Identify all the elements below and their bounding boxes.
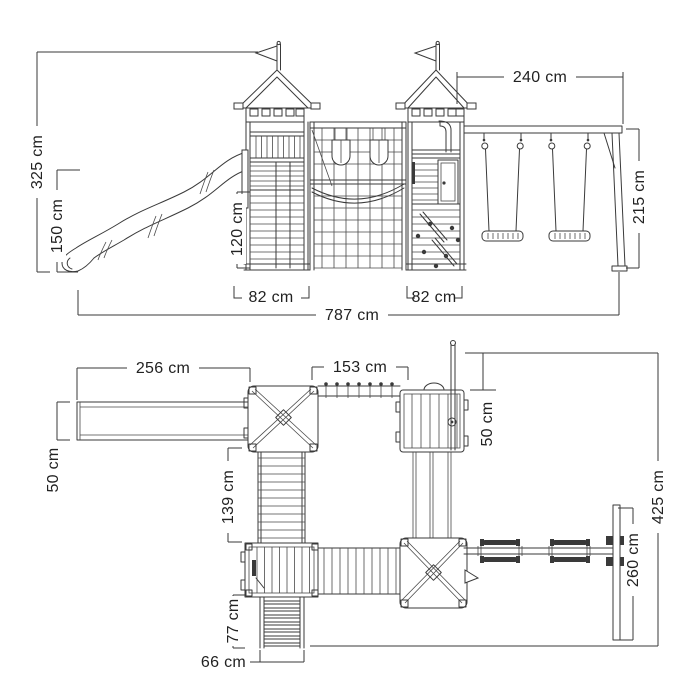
tower-2-body [405,120,467,271]
dim-deck-height: 120 cm [228,191,250,269]
platform-offset-label: 50 cm [479,401,496,446]
slide-plan [76,401,249,441]
climbing-net-length-label: 153 cm [333,359,387,376]
swing-seat-2-plan [550,539,590,563]
ladder-width-label: 66 cm [201,654,246,671]
tower2-walls-plan [412,452,452,538]
sag-rope [311,183,405,204]
tower-2 [395,40,477,271]
tower-1-roof [233,69,321,110]
swing-seat-1-plan [480,539,520,563]
swing-2 [548,132,591,242]
swing-beam-width-label: 240 cm [513,69,567,86]
dim-platform-offset: 50 cm [470,353,496,447]
platform-module-plan [395,382,469,453]
ladder-plan [259,596,305,649]
dim-swing-beam-width: 240 cm [456,68,624,124]
overall-height-label: 325 cm [29,135,46,189]
dim-slide-length: 256 cm [76,359,251,400]
swing-frame-height-label: 215 cm [631,170,648,224]
lower-platform-plan [240,542,319,598]
tower1-roof-plan [243,385,319,453]
top-plan-view: 256 cm 50 cm 153 cm 50 cm 139 cm 425 cm [45,340,667,671]
dim-ladder-length: 77 cm [224,594,245,649]
swing-crossbar-plan [606,504,627,641]
flagpole-plan [450,340,456,451]
dim-tower1-width: 82 cm [233,286,310,306]
tower1-width-label: 82 cm [248,289,293,306]
swing-bar-depth-label: 260 cm [625,533,642,587]
side-elevation-view: 325 cm 150 cm 120 cm 240 cm 215 cm 82 cm [28,40,648,324]
dim-swing-frame-height: 215 cm [626,128,648,269]
periscope [438,120,452,153]
tower-1-flag [254,40,281,71]
swing-beam-plan [463,546,614,556]
bridge-vertical-plan [257,451,306,544]
tower2-roof-plan [399,537,480,609]
tower-2-roof [395,69,477,110]
tower2-width-label: 82 cm [411,289,456,306]
slide-platform-height-label: 150 cm [49,199,66,253]
climbing-net [309,121,407,271]
slide-width-label: 50 cm [45,447,62,492]
overall-depth-label: 425 cm [650,470,667,524]
bridge-length-label: 139 cm [220,470,237,524]
dim-slide-width: 50 cm [45,401,70,493]
dim-ladder-width: 66 cm [201,650,305,671]
tower-2-crenellation [407,107,465,123]
dim-total-width: 787 cm [77,272,620,324]
swing-1 [481,132,524,242]
ladder-length-label: 77 cm [225,598,242,643]
net-seat-1 [331,128,351,166]
dim-overall-depth: 425 cm [649,353,667,646]
tower-1-crenellation [245,107,305,123]
slide [61,151,247,273]
swing-frame [463,125,628,272]
slide-length-label: 256 cm [136,360,190,377]
tower-1 [233,40,321,271]
dim-bridge-length: 139 cm [219,447,242,543]
net-seat-2 [369,128,389,166]
dim-tower2-width: 82 cm [406,286,463,306]
plan-extension-lines [310,352,658,647]
bridge-horizontal-plan [317,547,401,595]
tower-1-body [241,121,311,271]
dim-climbing-net-length: 153 cm [311,358,409,380]
dim-swing-bar-depth: 260 cm [618,507,642,641]
tower-2-flag [413,40,440,71]
deck-height-label: 120 cm [229,202,246,256]
net-plan [317,382,401,398]
rock-wall [412,209,461,269]
dim-overall-height: 325 cm [28,51,258,273]
dim-slide-platform-height: 150 cm [48,169,80,273]
total-width-label: 787 cm [325,307,379,324]
